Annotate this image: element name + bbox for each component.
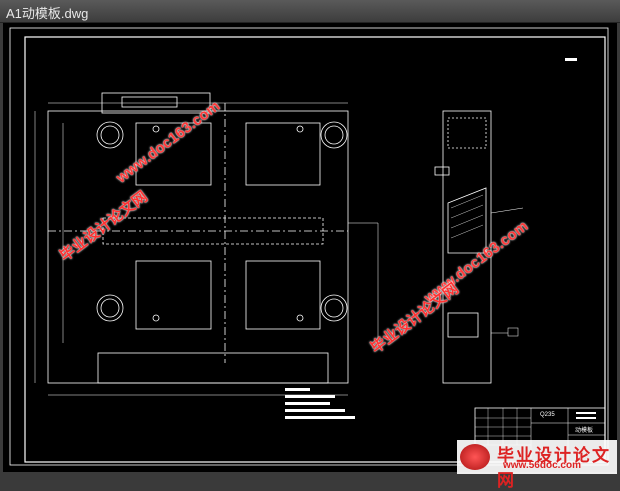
inner-frame: [24, 36, 606, 463]
logo-url: www.56doc.com: [503, 460, 581, 471]
cad-drawing: [9, 27, 609, 466]
guide-hole: [100, 125, 120, 145]
note-line: [285, 388, 310, 391]
title-block-fill: [576, 417, 596, 419]
leader-line: [490, 207, 524, 214]
guide-hole: [320, 294, 348, 322]
guide-hole: [100, 298, 120, 318]
material-label: Q235: [540, 412, 555, 418]
guide-hole: [96, 121, 124, 149]
screw-hole: [152, 314, 160, 322]
guide-hole: [96, 294, 124, 322]
guide-hole: [324, 298, 344, 318]
outer-frame: [9, 27, 609, 466]
hatch-line: [450, 214, 484, 229]
plate-outline: [47, 110, 349, 384]
hatch-line: [450, 224, 484, 239]
note-line: [285, 395, 335, 398]
drawing-canvas[interactable]: Q235 动模板 www.doc163.com 毕业设计论文网 www.doc1…: [3, 23, 617, 472]
logo-badge-icon: [460, 444, 490, 470]
pin-detail: [434, 166, 450, 176]
section-hatch: [447, 117, 487, 149]
bottom-protrusion: [97, 352, 329, 384]
guide-hole: [320, 121, 348, 149]
cavity-pocket: [245, 260, 321, 330]
section-detail: [447, 312, 479, 338]
note-line: [285, 409, 345, 412]
window-title: A1动模板.dwg: [6, 6, 89, 21]
part-name-label: 动模板: [575, 428, 594, 434]
roughness-mark: [565, 58, 577, 61]
note-line: [285, 402, 330, 405]
screw-hole: [296, 125, 304, 133]
title-bar[interactable]: A1动模板.dwg: [0, 0, 620, 23]
hatch-line: [450, 204, 484, 219]
note-line: [285, 416, 355, 419]
cavity-pocket: [135, 122, 212, 186]
section-hatch: [447, 187, 487, 254]
screw-hole: [296, 314, 304, 322]
hatch-line: [450, 194, 484, 209]
side-view-outline: [442, 110, 492, 384]
callout-box: [507, 327, 519, 337]
site-logo: 毕业设计论文网 www.56doc.com: [457, 440, 617, 491]
cavity-pocket: [135, 260, 212, 330]
cavity-pocket: [245, 122, 321, 186]
guide-hole: [324, 125, 344, 145]
screw-hole: [152, 125, 160, 133]
title-block-fill: [576, 412, 596, 414]
top-slot: [121, 96, 178, 108]
